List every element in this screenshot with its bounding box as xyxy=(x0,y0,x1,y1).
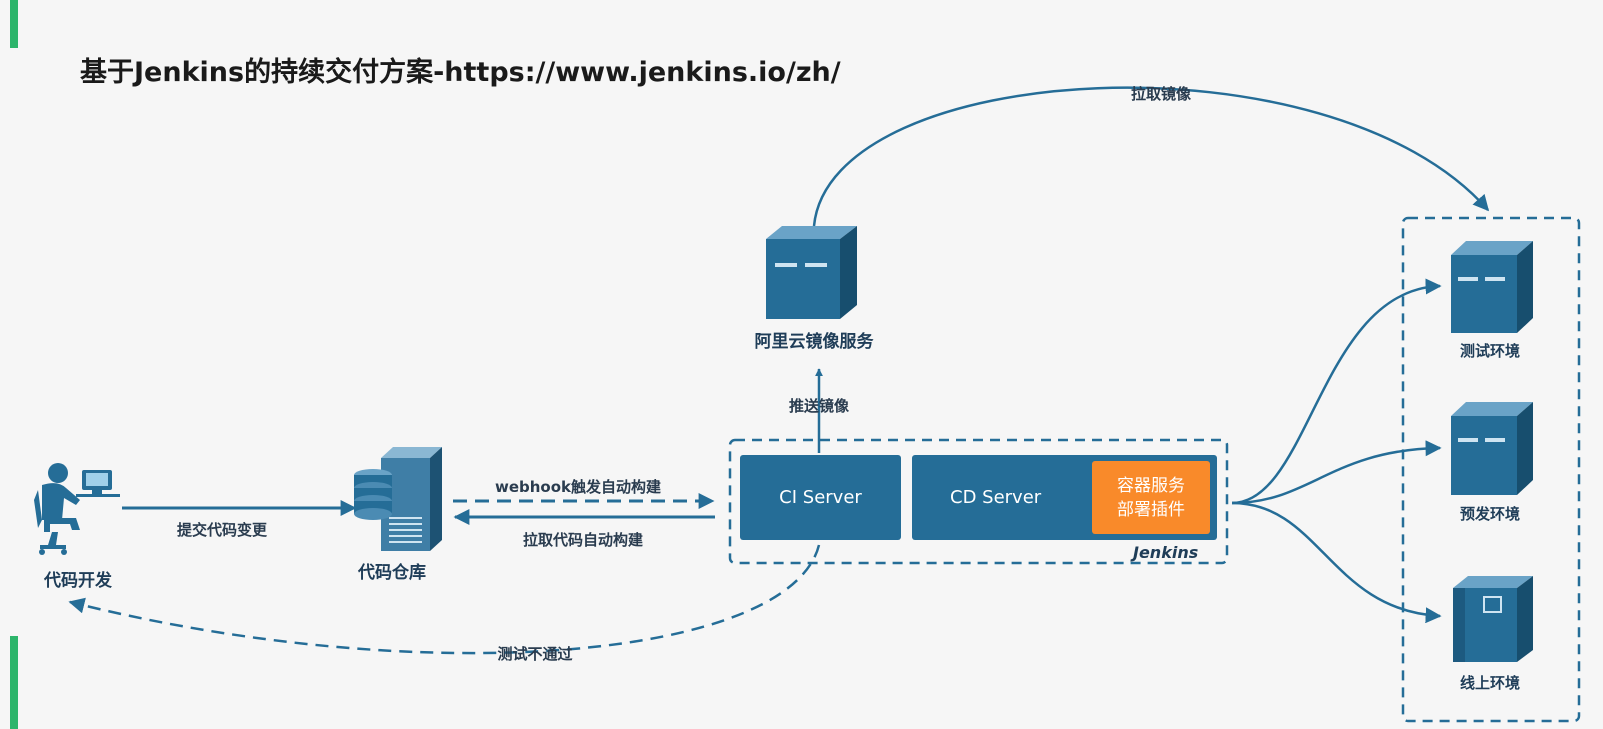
pre-env-server-icon xyxy=(1451,402,1533,495)
deploy-prod-arrow xyxy=(1231,501,1442,624)
developer-label: 代码开发 xyxy=(44,571,112,591)
prod-env-server-icon xyxy=(1453,576,1533,662)
deploy-pre-arrow xyxy=(1231,440,1442,505)
pull-image-label: 拉取镜像 xyxy=(1130,85,1192,103)
accent-bar-top xyxy=(10,0,18,48)
developer-icon xyxy=(34,463,120,555)
push-image-label: 推送镜像 xyxy=(788,397,850,415)
registry-label: 阿里云镜像服务 xyxy=(754,332,874,352)
pull-code-label: 拉取代码自动构建 xyxy=(522,531,644,549)
jenkins-container xyxy=(728,438,1229,565)
pull-image-arrow xyxy=(812,86,1490,227)
ci-server-box: CI Server xyxy=(740,455,901,540)
plugin-label-line2: 部署插件 xyxy=(1117,499,1185,520)
test-fail-arrow xyxy=(68,544,821,655)
repo-label: 代码仓库 xyxy=(358,563,426,583)
environment-container xyxy=(1401,216,1581,723)
plugin-label-line1: 容器服务 xyxy=(1117,475,1185,496)
commit-label: 提交代码变更 xyxy=(176,521,268,539)
test-env-label: 测试环境 xyxy=(1459,342,1521,360)
cd-server-label: CD Server xyxy=(950,487,1042,508)
prod-env-label: 线上环境 xyxy=(1459,674,1521,692)
page-title: 基于Jenkins的持续交付方案-https://www.jenkins.io/… xyxy=(80,57,841,88)
accent-bar-bottom xyxy=(10,636,18,729)
webhook-label: webhook触发自动构建 xyxy=(494,478,662,496)
repo-icon xyxy=(354,447,442,551)
jenkins-label: Jenkins xyxy=(1133,543,1199,562)
registry-server-icon xyxy=(766,226,857,319)
test-env-server-icon xyxy=(1451,241,1533,333)
container-deploy-plugin-box: 容器服务 部署插件 xyxy=(1092,461,1210,534)
pre-env-label: 预发环境 xyxy=(1459,505,1521,523)
test-fail-label: 测试不通过 xyxy=(497,645,573,663)
deploy-test-arrow xyxy=(1231,278,1442,505)
